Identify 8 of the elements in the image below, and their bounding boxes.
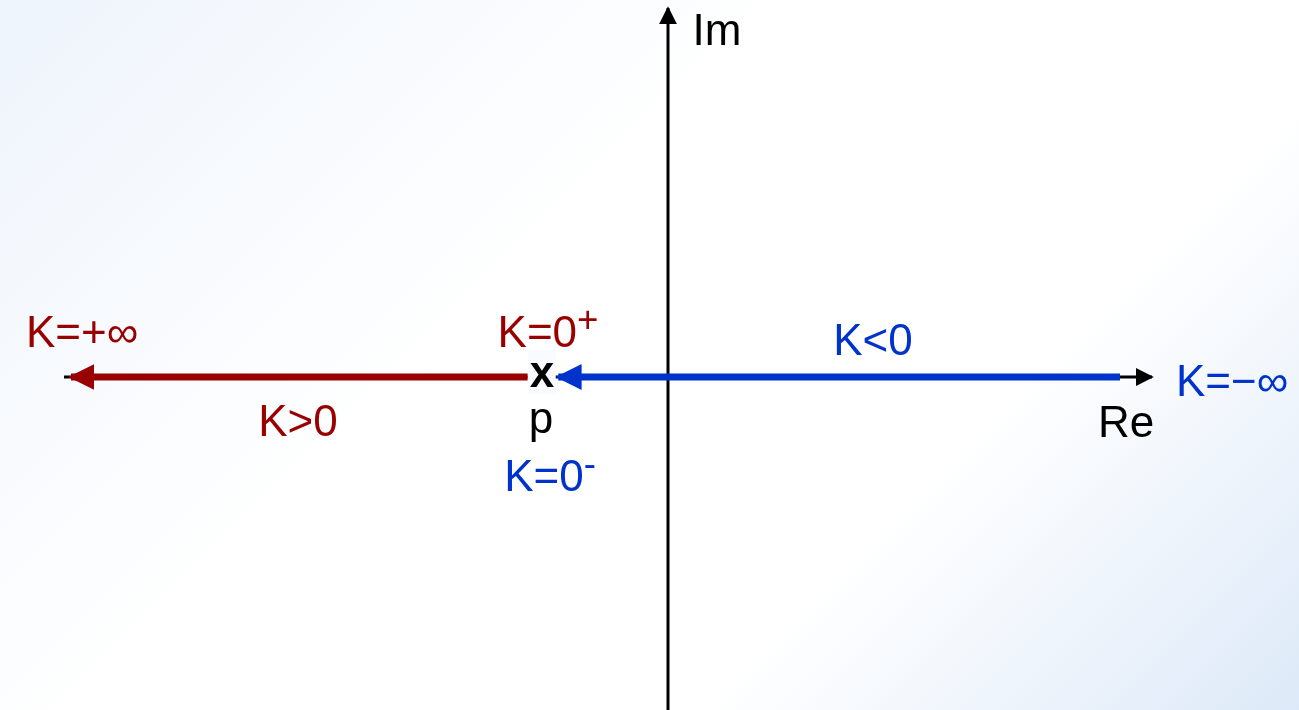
axis-label: Im	[692, 8, 742, 52]
gain-label: K=0$^{-}$	[504, 445, 596, 499]
gain-label: K=+∞	[25, 310, 139, 354]
edge-label: K<0	[833, 318, 913, 362]
axis-label: Re	[1097, 400, 1155, 444]
gain-label: K=−∞	[1175, 359, 1289, 403]
edge-label: K>0	[258, 399, 338, 443]
pole-label: p	[528, 396, 554, 440]
